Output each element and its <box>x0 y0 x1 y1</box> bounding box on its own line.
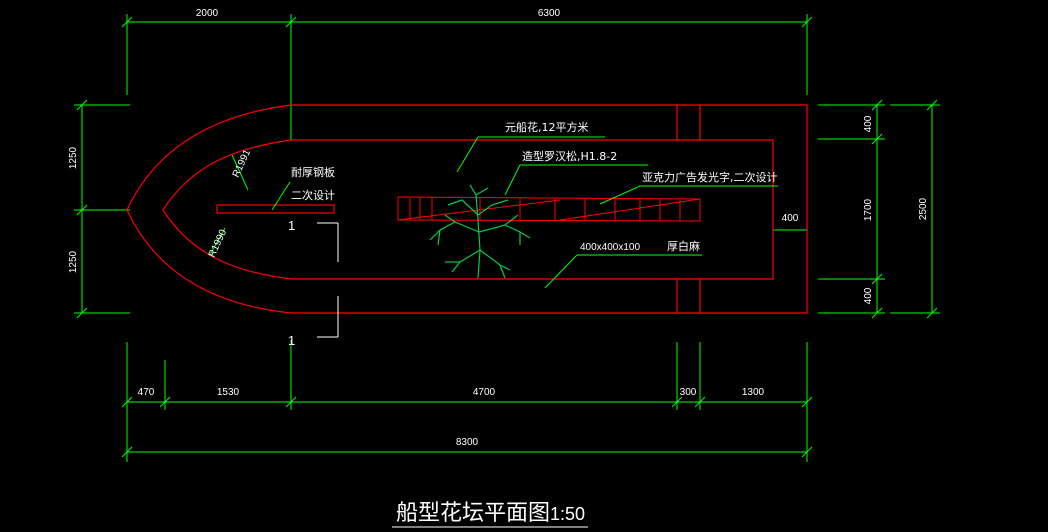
steel-plate <box>216 204 335 214</box>
steel-plate-note: 二次设计 <box>291 188 335 202</box>
paving-material-label: 厚白麻 <box>667 239 700 253</box>
left-dim-lower: 1250 <box>68 250 79 273</box>
flower-label: 元船花,12平方米 <box>505 120 589 134</box>
hull-inner <box>162 139 774 280</box>
right-dim-1700: 1700 <box>863 198 874 221</box>
paving-size-label: 400x400x100 <box>580 242 640 253</box>
top-dim-6300: 6300 <box>538 8 561 19</box>
leader-lines <box>271 136 778 289</box>
left-dimension-group <box>74 99 130 319</box>
section-mark-lines <box>317 222 339 338</box>
top-dimension-group <box>121 14 813 140</box>
radius-label-bottom: R1990 <box>207 228 230 260</box>
bottom-dim-1530: 1530 <box>217 387 240 398</box>
bottom-dim-overall-8300: 8300 <box>456 437 479 448</box>
radius-leaders <box>209 154 249 256</box>
bottom-dim-4700: 4700 <box>473 387 496 398</box>
top-dim-2000: 2000 <box>196 8 219 19</box>
bottom-dim-470: 470 <box>138 387 155 398</box>
section-mark-top: 1 <box>288 218 295 233</box>
tree-label: 造型罗汉松,H1.8-2 <box>522 149 617 163</box>
right-dim-400-top: 400 <box>863 115 874 132</box>
steel-plate-label: 耐厚钢板 <box>291 165 335 179</box>
radius-label-top: R1991 <box>231 148 254 180</box>
bottom-dim-300: 300 <box>680 387 697 398</box>
ship-outline-group <box>126 104 808 314</box>
drawing-title: 船型花坛平面图 <box>396 501 550 526</box>
drawing-scale: 1:50 <box>550 504 585 524</box>
bottom-dimension-group <box>121 340 813 462</box>
right-dimension-group <box>772 99 940 319</box>
bottom-dim-1300: 1300 <box>742 387 765 398</box>
left-dim-upper: 1250 <box>68 146 79 169</box>
right-dim-400-bottom: 400 <box>863 287 874 304</box>
right-dim-2500: 2500 <box>918 197 929 220</box>
acrylic-sign-label: 亚克力广告发光字,二次设计 <box>642 170 778 184</box>
right-dim-400-side: 400 <box>782 213 799 224</box>
hull-outer <box>126 104 808 314</box>
tree-symbol <box>429 184 531 279</box>
acrylic-sign-strip <box>397 196 701 222</box>
section-mark-bottom: 1 <box>288 333 295 348</box>
